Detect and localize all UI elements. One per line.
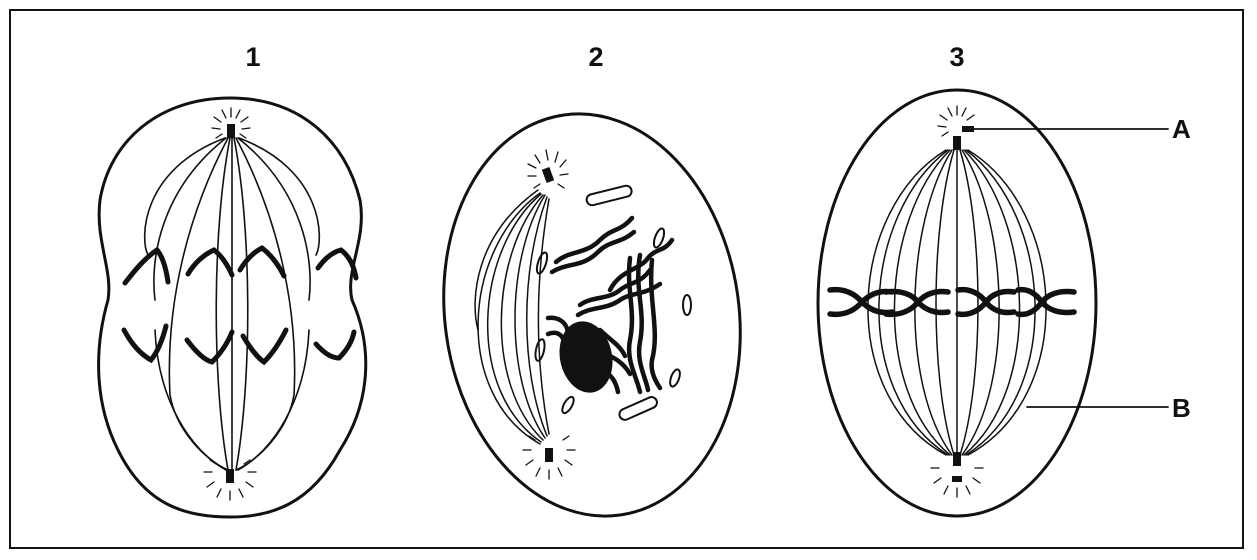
cell-1-chromosomes-upper [125, 248, 356, 283]
cell-2-spindle-fibers [475, 190, 549, 444]
cell-1-centriole-top [212, 108, 250, 138]
cell-3-centriole-bottom [931, 452, 983, 497]
cell-3-centriole-top [938, 106, 974, 150]
cell-2-membrane [418, 95, 765, 536]
cell-1-centriole-bottom [204, 460, 256, 500]
cell-1 [99, 98, 366, 517]
cell-3-spindle-fibers [868, 150, 1046, 455]
cell-2 [418, 95, 765, 536]
cell-2-nucleolus [553, 316, 619, 397]
cell-3-chromosomes [830, 290, 1074, 315]
cell-3 [818, 90, 1168, 516]
cell-2-centriole-top [528, 150, 568, 188]
cell-2-centriole-bottom [523, 436, 575, 479]
cell-1-chromosomes-lower [124, 326, 354, 362]
cell-1-spindle-fibers [145, 138, 320, 470]
